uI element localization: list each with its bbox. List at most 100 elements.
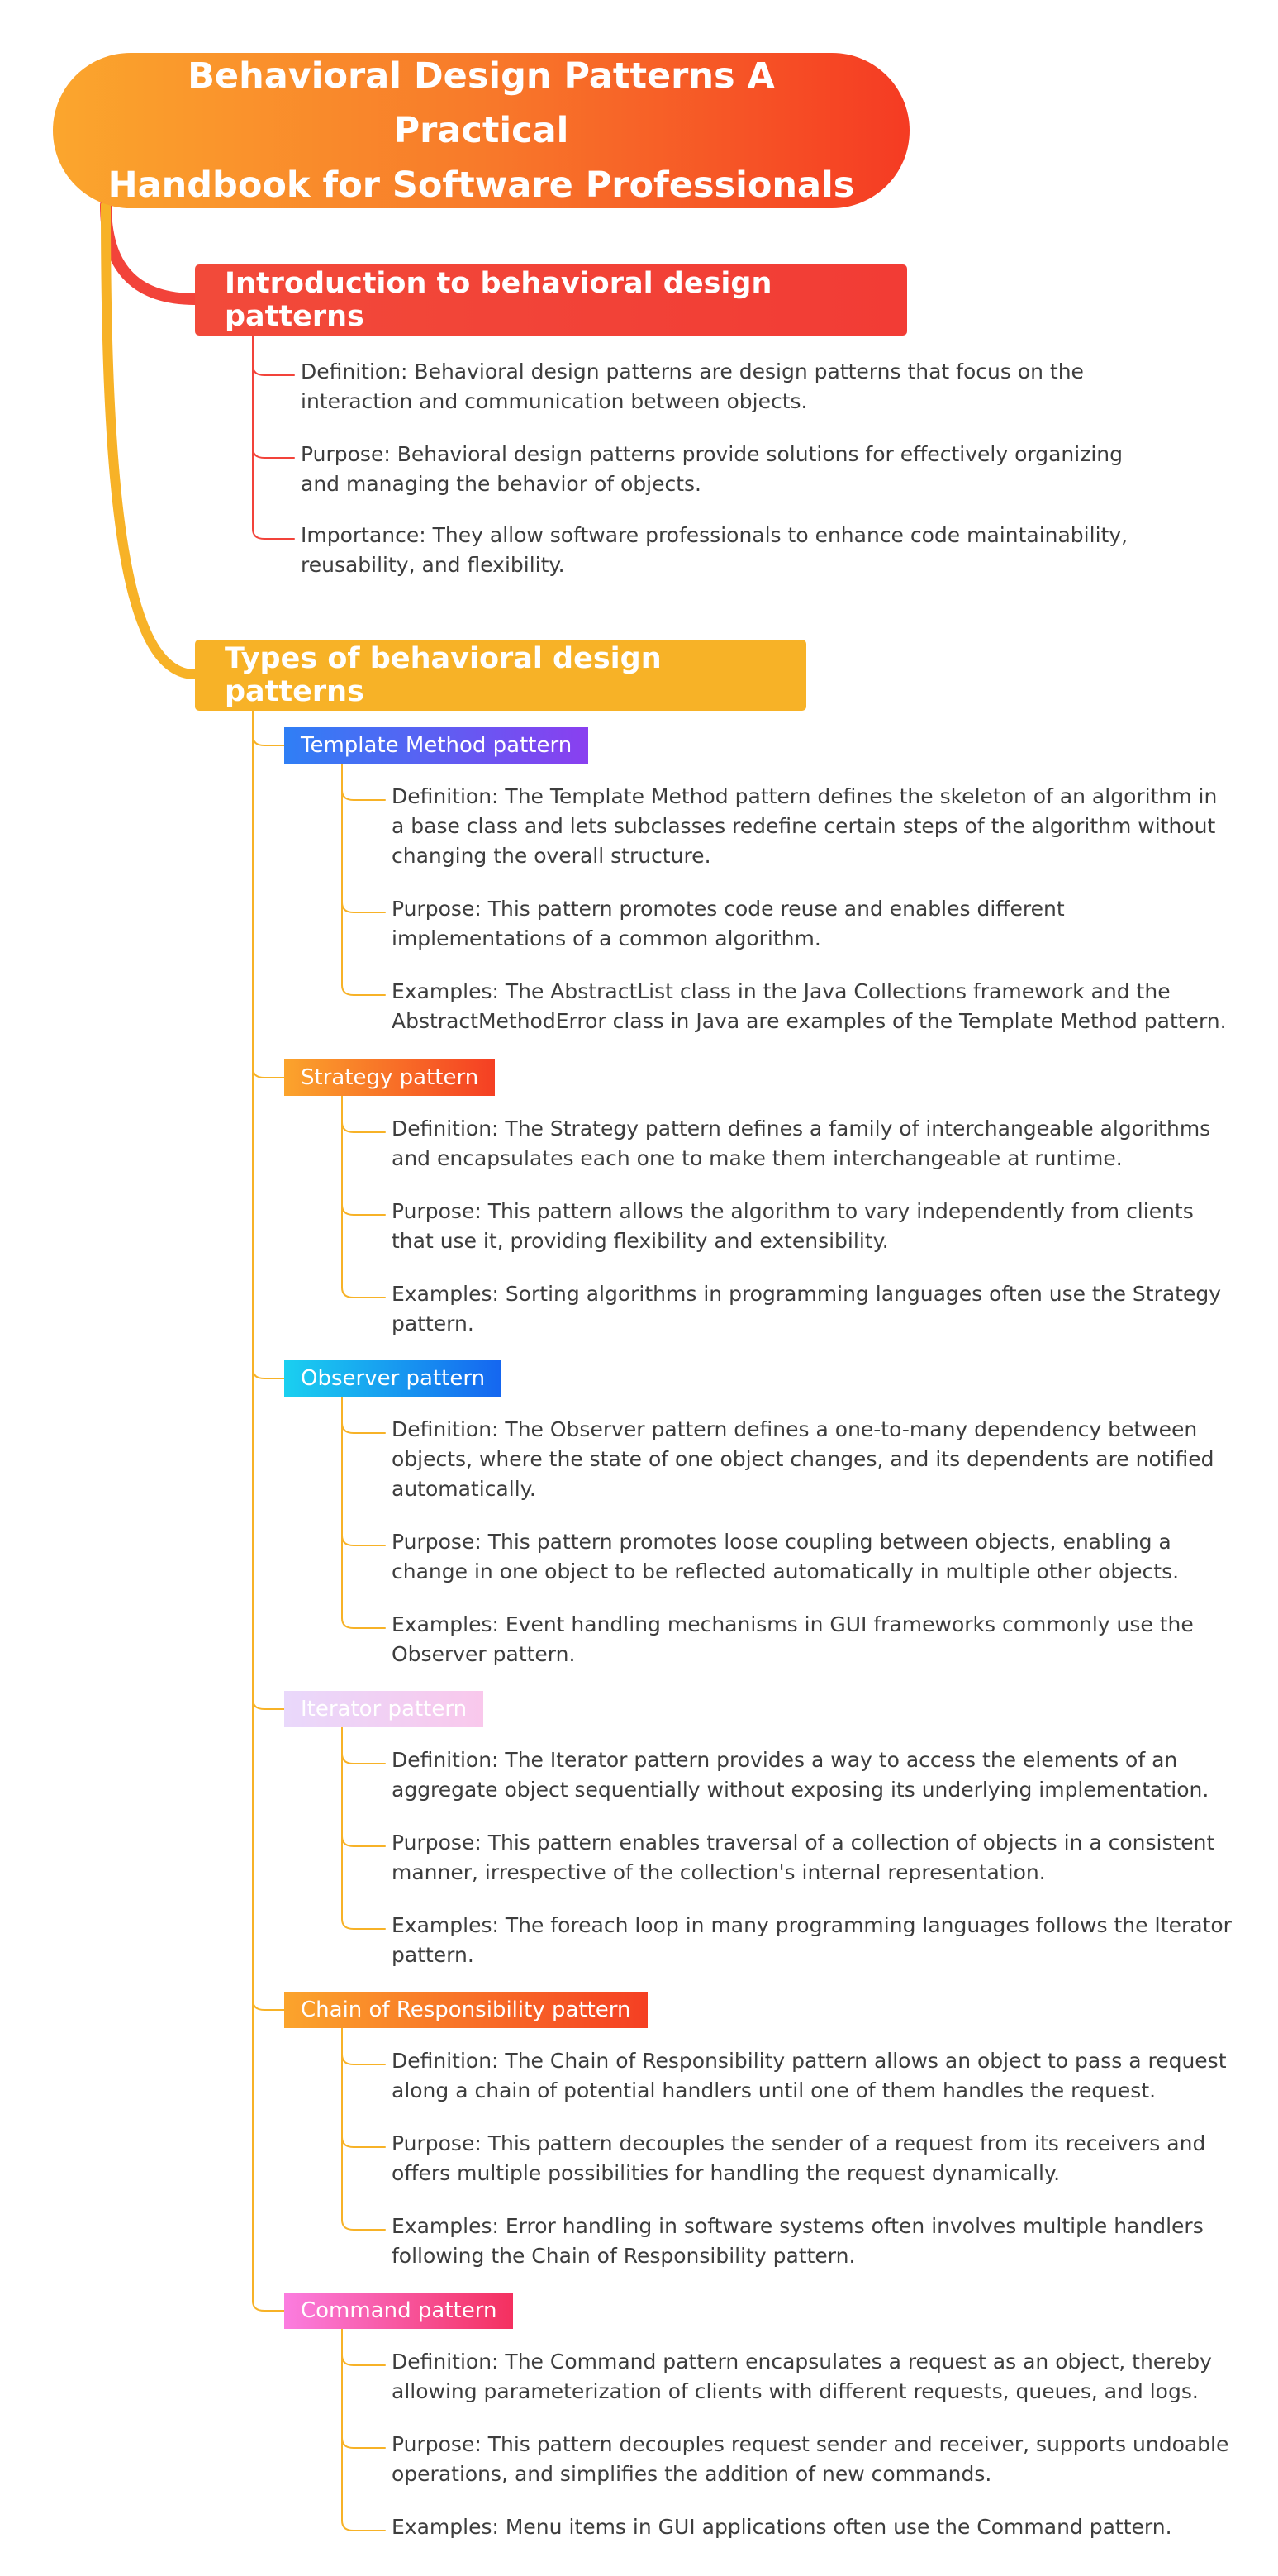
pattern-item-line: Purpose: This pattern allows the algorit… — [392, 1199, 1194, 1223]
pattern-item-line: change in one object to be reflected aut… — [392, 1559, 1180, 1583]
connector-intro-item — [252, 335, 295, 376]
pattern-item-line: along a chain of potential handlers unti… — [392, 2078, 1157, 2102]
connector-pattern-item — [341, 1918, 386, 1930]
pattern-item-line: objects, where the state of one object c… — [392, 1447, 1214, 1471]
pattern-node-label: Chain of Responsibility pattern — [301, 1997, 631, 2022]
pattern-item: Examples: Event handling mechanisms in G… — [392, 1610, 1194, 1669]
connector-pattern-item — [341, 789, 386, 801]
pattern-node-label: Iterator pattern — [301, 1697, 468, 1721]
connector-pattern-item — [341, 1535, 386, 1546]
pattern-item-line: pattern. — [392, 1943, 474, 1967]
intro-item: Importance: They allow software professi… — [301, 521, 1128, 580]
root-title: Behavioral Design Patterns A Practical H… — [53, 53, 910, 208]
pattern-item-line: Examples: The AbstractList class in the … — [392, 979, 1171, 1003]
pattern-item: Examples: Error handling in software sys… — [392, 2212, 1204, 2271]
connector-root-types — [101, 200, 200, 679]
pattern-item: Examples: The foreach loop in many progr… — [392, 1911, 1232, 1970]
intro-item-line: Definition: Behavioral design patterns a… — [301, 359, 1084, 383]
pattern-node[interactable]: Strategy pattern — [284, 1059, 496, 1096]
pattern-node[interactable]: Chain of Responsibility pattern — [284, 1992, 648, 2028]
pattern-item: Purpose: This pattern allows the algorit… — [392, 1197, 1194, 1256]
intro-item-line: interaction and communication between ob… — [301, 389, 808, 413]
pattern-item-line: Purpose: This pattern enables traversal … — [392, 1831, 1215, 1855]
pattern-item-line: Definition: The Iterator pattern provide… — [392, 1748, 1178, 1772]
section-types[interactable]: Types of behavioral design patterns — [195, 640, 806, 711]
section-introduction-title: Introduction to behavioral design patter… — [225, 267, 772, 333]
connector-pattern — [252, 2300, 285, 2312]
pattern-item: Purpose: This pattern enables traversal … — [392, 1828, 1214, 1888]
connector-pattern-item — [341, 1617, 386, 1629]
pattern-item-line: allowing parameterization of clients wit… — [392, 2379, 1199, 2403]
pattern-item: Purpose: This pattern decouples request … — [392, 2430, 1228, 2489]
pattern-item-line: pattern. — [392, 1312, 474, 1336]
pattern-item: Examples: Menu items in GUI applications… — [392, 2512, 1172, 2542]
pattern-item: Definition: The Template Method pattern … — [392, 782, 1217, 871]
intro-item: Definition: Behavioral design patterns a… — [301, 357, 1084, 417]
connector-intro-item — [252, 335, 295, 459]
pattern-item-line: aggregate object sequentially without ex… — [392, 1778, 1209, 1802]
connector-pattern-item — [341, 2355, 386, 2366]
intro-item-line: Purpose: Behavioral design patterns prov… — [301, 442, 1123, 466]
pattern-item-line: Purpose: This pattern decouples the send… — [392, 2131, 1206, 2155]
pattern-item: Examples: The AbstractList class in the … — [392, 977, 1227, 1036]
connector-pattern-item — [341, 1287, 386, 1298]
pattern-item-line: Definition: The Command pattern encapsul… — [392, 2350, 1212, 2374]
pattern-item-line: operations, and simplifies the addition … — [392, 2462, 992, 2486]
connector-pattern-item — [341, 984, 386, 996]
connector-pattern — [252, 735, 285, 746]
pattern-item-line: Purpose: This pattern promotes code reus… — [392, 897, 1065, 921]
connector-pattern-item — [341, 902, 386, 913]
connector-pattern-item — [341, 2054, 386, 2065]
pattern-item-line: Definition: The Chain of Responsibility … — [392, 2049, 1227, 2073]
pattern-item-line: that use it, providing flexibility and e… — [392, 1229, 889, 1253]
pattern-node[interactable]: Template Method pattern — [284, 727, 589, 764]
root-title-line-2: Handbook for Software Professionals — [107, 164, 855, 206]
pattern-item-line: Definition: The Strategy pattern defines… — [392, 1117, 1211, 1140]
pattern-item: Purpose: This pattern decouples the send… — [392, 2129, 1205, 2188]
pattern-node-label: Strategy pattern — [301, 1065, 479, 1090]
pattern-node-label: Command pattern — [301, 2298, 497, 2323]
connector-pattern-item — [341, 1753, 386, 1764]
connector-pattern — [252, 1368, 285, 1379]
pattern-item-line: and encapsulates each one to make them i… — [392, 1146, 1123, 1170]
pattern-item: Purpose: This pattern promotes loose cou… — [392, 1527, 1179, 1587]
connector-pattern-item — [341, 2520, 386, 2531]
pattern-item-line: a base class and lets subclasses redefin… — [392, 814, 1216, 838]
pattern-item: Definition: The Strategy pattern defines… — [392, 1114, 1210, 1174]
connector-pattern-item — [341, 2437, 386, 2449]
connector-pattern — [252, 1067, 285, 1078]
section-types-title: Types of behavioral design patterns — [225, 642, 662, 708]
pattern-node[interactable]: Observer pattern — [284, 1360, 502, 1397]
pattern-item-line: Definition: The Observer pattern defines… — [392, 1417, 1198, 1441]
root-title-line-1: Behavioral Design Patterns A Practical — [188, 55, 775, 151]
pattern-item-line: automatically. — [392, 1477, 536, 1501]
pattern-item-line: changing the overall structure. — [392, 844, 711, 868]
pattern-item-line: AbstractMethodError class in Java are ex… — [392, 1009, 1227, 1033]
pattern-item-line: offers multiple possibilities for handli… — [392, 2161, 1061, 2185]
pattern-node[interactable]: Iterator pattern — [284, 1691, 484, 1727]
intro-item-line: reusability, and flexibility. — [301, 553, 565, 577]
connector-pattern-item — [341, 2136, 386, 2148]
connector-pattern-item — [341, 1422, 386, 1434]
pattern-item-line: Examples: Error handling in software sys… — [392, 2214, 1204, 2238]
pattern-item: Purpose: This pattern promotes code reus… — [392, 894, 1065, 954]
pattern-item-line: implementations of a common algorithm. — [392, 926, 821, 950]
pattern-item-line: Examples: Menu items in GUI applications… — [392, 2515, 1172, 2539]
section-introduction[interactable]: Introduction to behavioral design patter… — [195, 264, 907, 336]
pattern-item-line: Examples: The foreach loop in many progr… — [392, 1913, 1232, 1937]
pattern-item-line: Examples: Sorting algorithms in programm… — [392, 1282, 1222, 1306]
connector-pattern-item — [341, 1836, 386, 1847]
connector-root-intro — [100, 199, 201, 305]
connector-pattern-item — [341, 1204, 386, 1216]
connector-pattern-item — [341, 1121, 386, 1133]
pattern-item-line: Purpose: This pattern decouples request … — [392, 2432, 1229, 2456]
intro-item: Purpose: Behavioral design patterns prov… — [301, 440, 1123, 499]
pattern-item-line: Definition: The Template Method pattern … — [392, 784, 1218, 808]
pattern-item-line: Purpose: This pattern promotes loose cou… — [392, 1530, 1171, 1554]
pattern-node-label: Template Method pattern — [301, 733, 572, 758]
pattern-item: Examples: Sorting algorithms in programm… — [392, 1279, 1221, 1339]
pattern-item-line: following the Chain of Responsibility pa… — [392, 2244, 856, 2268]
pattern-item-line: Examples: Event handling mechanisms in G… — [392, 1612, 1194, 1636]
intro-item-line: Importance: They allow software professi… — [301, 523, 1128, 547]
pattern-node[interactable]: Command pattern — [284, 2293, 514, 2329]
